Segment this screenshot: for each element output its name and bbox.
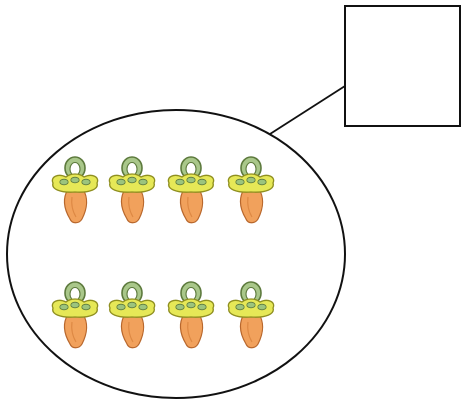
pacifier-row-1	[51, 156, 275, 224]
pacifier-row-2	[51, 281, 275, 349]
pacifier-icon	[167, 281, 215, 349]
pacifier-icon	[108, 281, 156, 349]
pacifier-icon	[108, 156, 156, 224]
pacifier-icon	[51, 281, 99, 349]
pacifier-icon	[227, 281, 275, 349]
collection-oval	[6, 109, 346, 399]
pacifier-icon	[167, 156, 215, 224]
connector-line	[269, 85, 346, 135]
pacifier-icon	[227, 156, 275, 224]
answer-box[interactable]	[344, 5, 461, 127]
pacifier-icon	[51, 156, 99, 224]
